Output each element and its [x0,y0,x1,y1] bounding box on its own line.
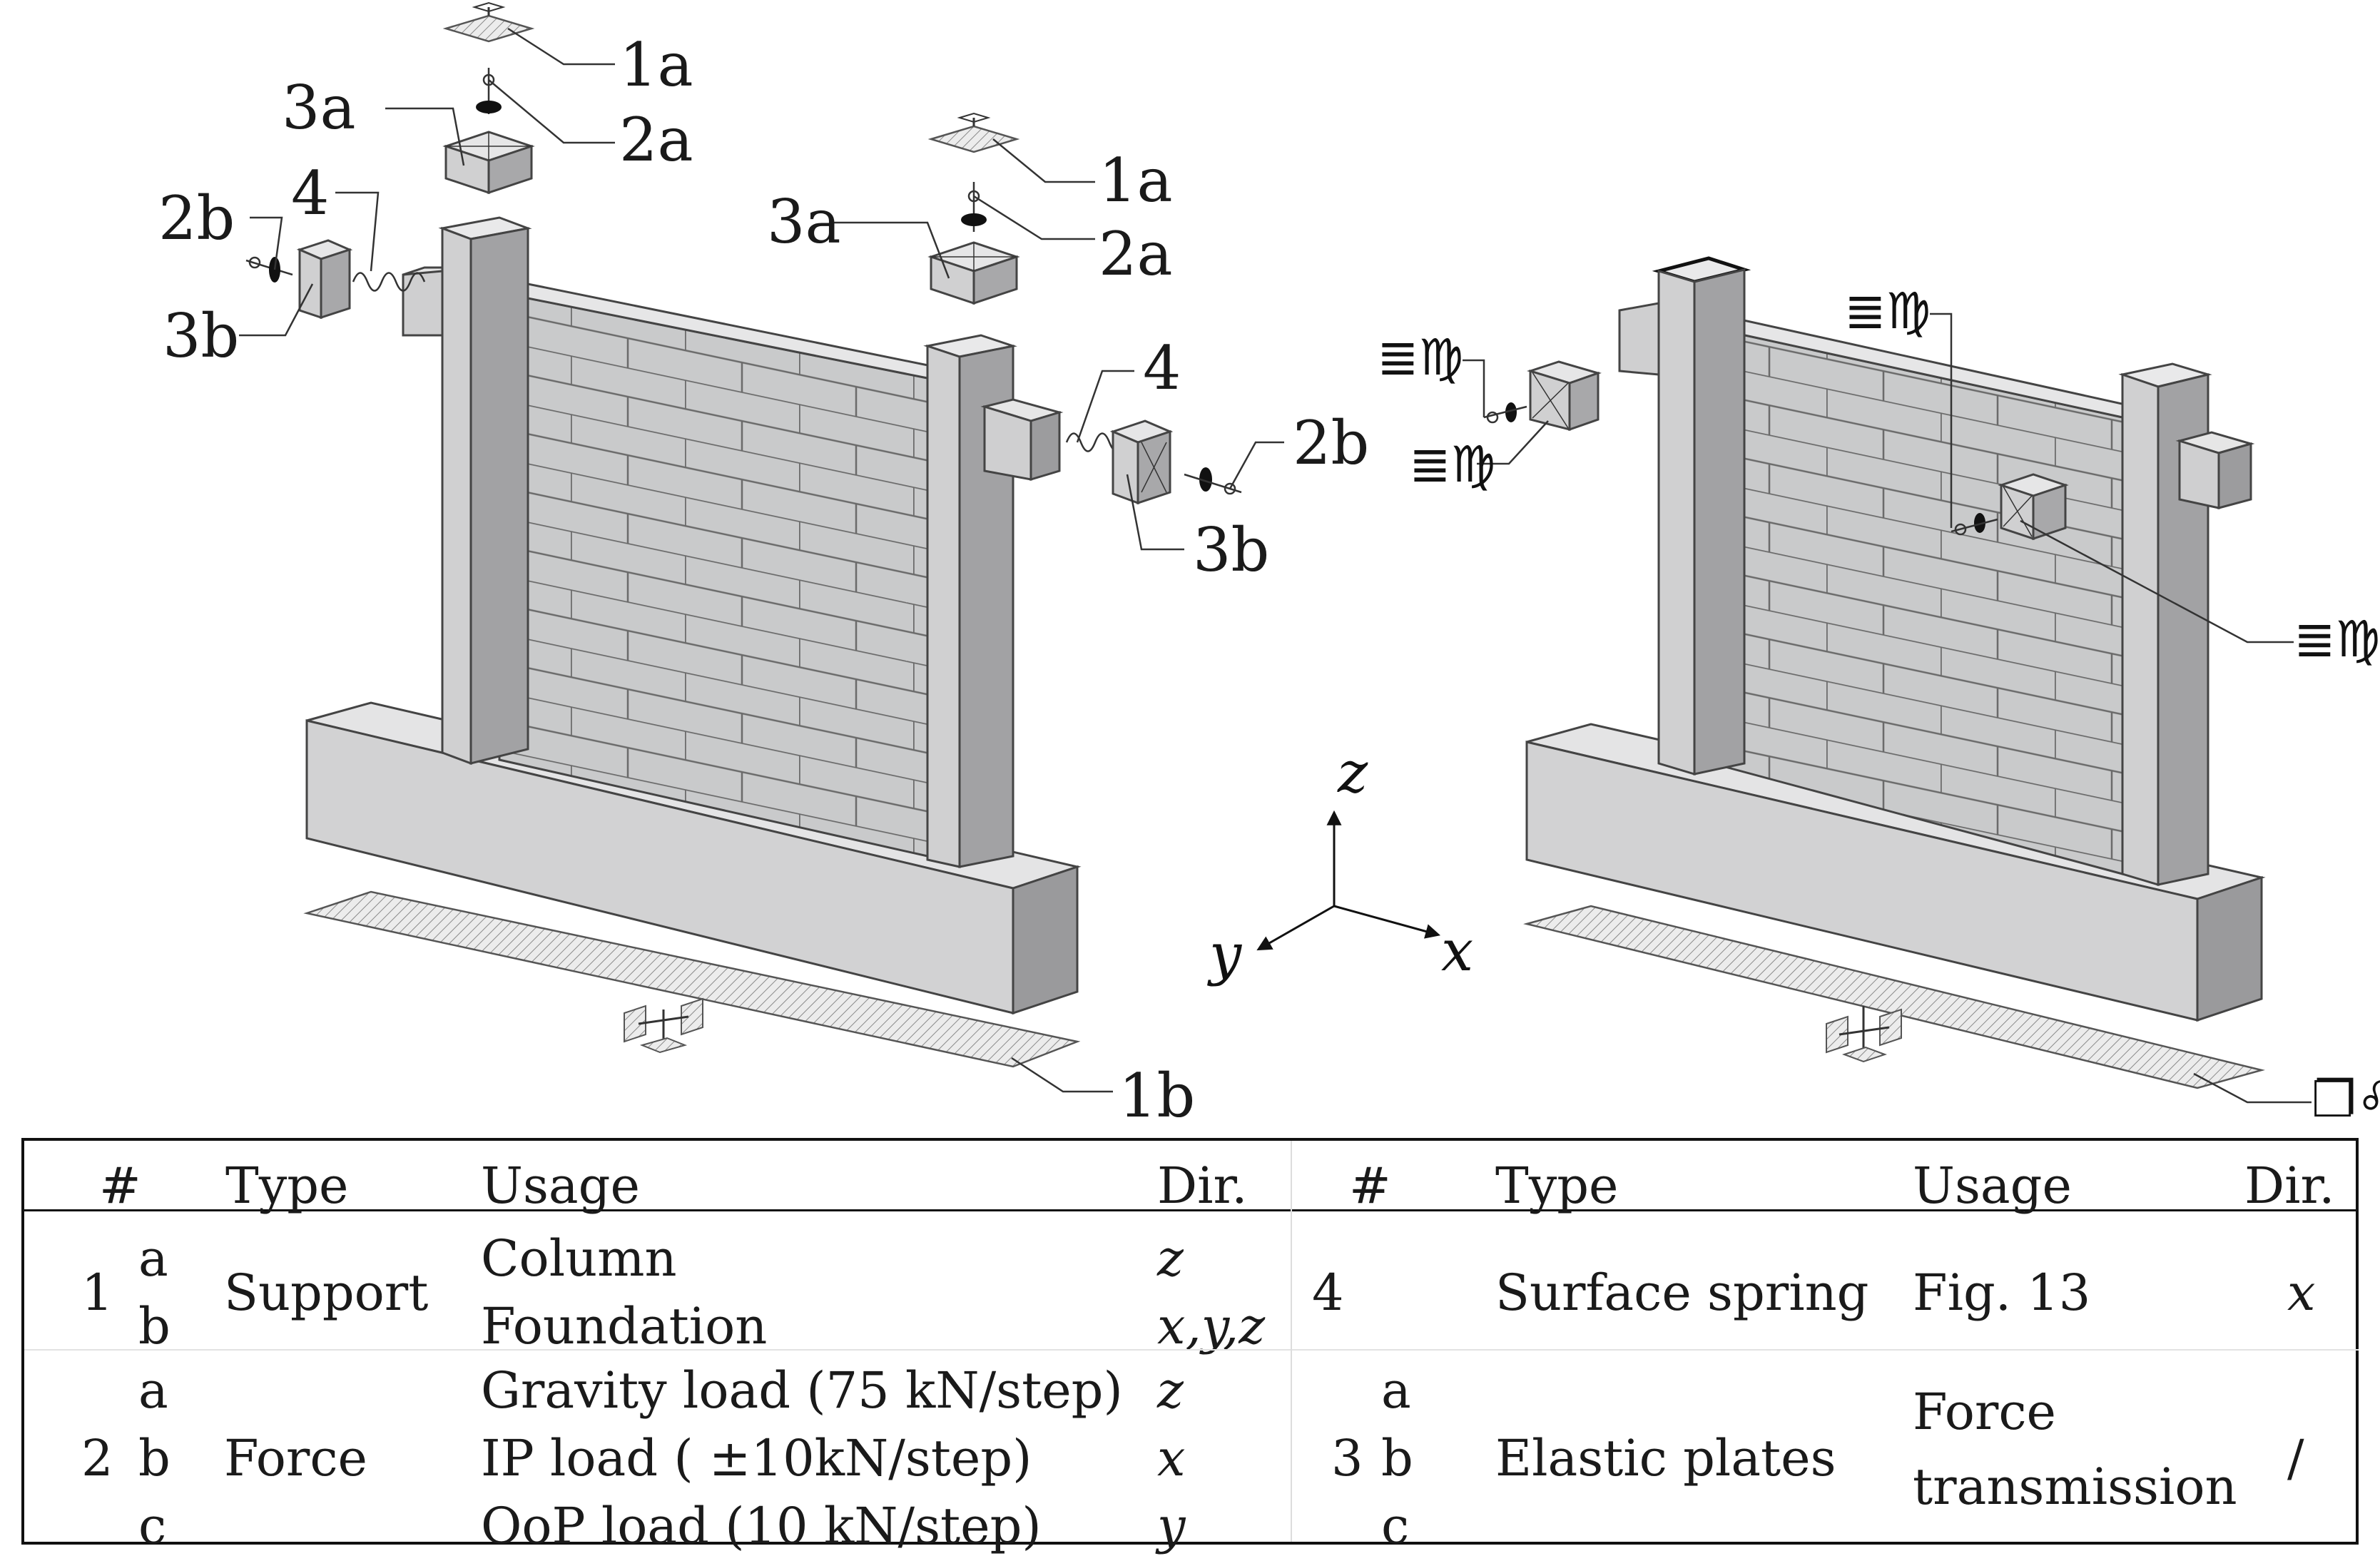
header-dir: Dir. [1157,1156,1248,1215]
row2-num: 2 [81,1429,113,1488]
label-r-3a: 3a [767,187,841,257]
row3-sub-c: c [1381,1497,1410,1555]
row1-usage-a: Column [481,1229,677,1288]
label-r-2a: 2a [1099,219,1173,289]
right-leaders: ≣♍ ≣♍ ≣♍ ≣♍ ❐♌ [1377,282,2380,1129]
label-1b: 1b [1119,1061,1195,1131]
legend-left-header: # Type Usage Dir. [24,1141,1291,1211]
row1-type: Support [224,1263,429,1322]
row1-usage-b: Foundation [481,1297,768,1356]
label-2a: 2a [619,105,693,175]
row4-type: Surface spring [1495,1263,1869,1322]
right-foundation-plate [1523,905,2265,1089]
label-r-3b: 3b [1193,515,1269,585]
row1-dir-b: x,y,z [1157,1297,1266,1356]
right-wall [1483,256,2266,1089]
row1-dir-a: z [1157,1229,1184,1288]
document-icon-3: ≣♍ [1844,282,1931,340]
label-3b: 3b [163,301,239,371]
axis-z-label: z [1337,739,1368,805]
row3-type: Elastic plates [1495,1429,1836,1488]
row4-dir: x [2287,1263,2316,1322]
row3-sub-b: b [1381,1429,1413,1488]
row2-usage-c: OoP load (10 kN/step) [481,1497,1042,1555]
row3-usage-line2: transmission [1913,1458,2237,1516]
row1-sub-b: b [138,1297,171,1356]
row2-dir-c: y [1157,1497,1186,1555]
legend-table: # Type Usage Dir. 1 a b Support Column F… [21,1138,2359,1551]
legend-right: # Type Usage Dir. 4 Surface spring Fig. … [1291,1141,2359,1551]
row4-num: 4 [1312,1263,1344,1322]
axis-y-label: y [1207,921,1243,987]
left-leaders: 1a 2a 3a 2b 4 3b 1a 2a 3a 4 2b 3b 1b [158,27,1369,1131]
row2-type: Force [224,1429,367,1488]
header-type-r: Type [1495,1156,1619,1215]
row2-dir-a: z [1157,1361,1184,1420]
header-num-r: # [1349,1156,1391,1215]
row-separator-r [1292,1349,2359,1351]
left-top-plate-1a [442,14,535,43]
left-wall [245,1,1242,1068]
row2-usage-a: Gravity load (75 kN/step) [481,1361,1123,1420]
right-top-load-2a [961,213,987,226]
row1-sub-a: a [138,1229,168,1288]
row3-sub-a: a [1381,1361,1411,1420]
header-usage: Usage [481,1156,640,1215]
wall-assembly-diagram: 1a 2a 3a 2b 4 3b 1a 2a 3a 4 2b 3b 1b z y… [158,1,2380,1131]
legend-left: # Type Usage Dir. 1 a b Support Column F… [24,1141,1291,1551]
row-separator [24,1349,1291,1351]
label-4: 4 [291,158,329,228]
folder-icon: ❐♌ [2312,1070,2380,1129]
left-top-load-2a [476,101,502,113]
left-spring-4 [352,272,426,292]
row3-usage-line1: Force [1913,1383,2056,1441]
document-icon-4: ≣♍ [2294,610,2380,668]
right-foundation-support-icon [1826,1006,1902,1063]
header-num: # [99,1156,141,1215]
row4-usage: Fig. 13 [1913,1263,2091,1322]
header-type: Type [225,1156,349,1215]
label-1a: 1a [619,30,693,100]
row2-sub-c: c [138,1497,167,1555]
left-foundation-plate [303,890,1081,1068]
left-wall-right-load-2b [1199,467,1212,492]
label-r-2b: 2b [1293,408,1369,478]
label-3a: 3a [282,73,356,143]
row2-dir-b: x [1157,1429,1186,1488]
left-foundation-support-icon [624,997,703,1054]
axis-x-label: x [1441,917,1473,984]
header-dir-r: Dir. [2244,1156,2335,1215]
row2-sub-b: b [138,1429,171,1488]
row2-sub-a: a [138,1361,168,1420]
label-r-4: 4 [1143,333,1181,403]
header-usage-r: Usage [1913,1156,2072,1215]
row2-usage-b: IP load ( ±10kN/step) [481,1429,1032,1488]
label-2b: 2b [158,183,235,253]
row3-num: 3 [1331,1429,1363,1488]
row3-dir: / [2287,1429,2304,1488]
right-top-plate-1a [927,125,1020,153]
legend-right-header: # Type Usage Dir. [1292,1141,2359,1211]
document-icon-1: ≣♍ [1377,328,1463,387]
row1-num: 1 [81,1263,113,1322]
axis-triad: z y x [1207,739,1473,987]
label-r-1a: 1a [1099,146,1173,215]
document-icon-2: ≣♍ [1409,435,1495,494]
